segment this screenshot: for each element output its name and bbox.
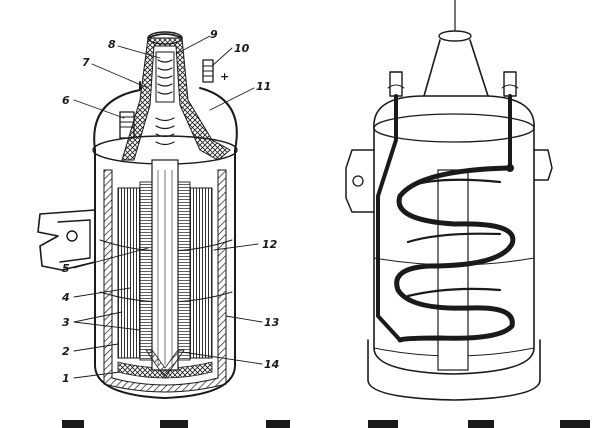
- terminal-left-post: [119, 111, 135, 139]
- outer-case-outline: [94, 149, 236, 399]
- left-lug: [345, 149, 375, 213]
- inner-casing-section: [103, 169, 227, 393]
- leader-lines: [73, 35, 263, 379]
- hv-tower-top: [438, 30, 472, 42]
- body-outline: [373, 127, 535, 375]
- secondary-winding-left: [139, 181, 153, 361]
- core-spring: [155, 117, 175, 146]
- callout-7: 7: [82, 56, 90, 69]
- terminal-right: [503, 71, 517, 97]
- cap-insulator-section: [121, 37, 231, 161]
- callout-1: 1: [62, 372, 70, 385]
- cap-outline: [373, 95, 535, 129]
- cutaway-coil-drawing: + 1 2 3 4 5 6 7 8 9 10 11: [37, 28, 280, 399]
- bottom-flange: [367, 339, 541, 401]
- primary-lead-left: [376, 94, 402, 342]
- bracket-plate: [57, 219, 91, 263]
- callout-2: 2: [62, 345, 70, 358]
- hv-contact-spring: [157, 59, 173, 95]
- callout-3: 3: [62, 316, 70, 329]
- winding-back-strokes: [406, 178, 502, 298]
- terminal-left: [389, 71, 403, 97]
- callout-12: 12: [262, 238, 278, 251]
- secondary-winding-right: [177, 181, 191, 361]
- cap-left-outline: [93, 81, 141, 151]
- callout-14: 14: [264, 358, 279, 371]
- tower-top: [147, 33, 183, 39]
- core-bottom-insulator: [145, 349, 185, 379]
- callout-9: 9: [210, 28, 218, 41]
- callout-10: 10: [234, 42, 250, 55]
- callout-6: 6: [62, 94, 70, 107]
- mounting-bracket: [37, 209, 96, 271]
- cap-right-outline: [199, 87, 238, 151]
- callout-11: 11: [256, 80, 271, 93]
- tower-opening: [147, 31, 183, 45]
- hv-tower-outline: [423, 39, 489, 97]
- callout-13: 13: [264, 316, 280, 329]
- callout-8: 8: [108, 38, 116, 51]
- primary-winding-right: [189, 187, 213, 359]
- terminal-plus-mark: +: [220, 70, 229, 83]
- cropped-edge-marks: [62, 420, 590, 428]
- outline-coil-drawing: [345, 0, 553, 401]
- right-lug: [533, 149, 553, 181]
- bracket-bolt: [66, 230, 78, 242]
- callout-4: 4: [61, 291, 70, 304]
- hv-socket: [155, 51, 175, 103]
- callout-5: 5: [62, 262, 70, 275]
- primary-winding-left: [117, 187, 141, 359]
- primary-winding-helix: [394, 165, 516, 343]
